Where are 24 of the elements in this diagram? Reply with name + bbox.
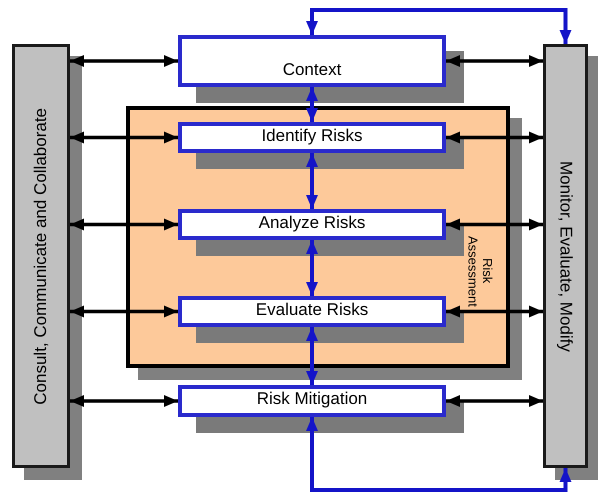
bar-label: Consult, Communicate and Collaborate [31,108,51,404]
arrow [446,395,543,407]
arrow [446,55,543,67]
group-label: Risk Assessment [465,234,494,308]
arrow [70,218,178,230]
arrow [70,306,178,318]
arrow [446,132,543,144]
box-label: Context [282,60,342,80]
arrow [306,240,318,296]
arrow [306,417,572,492]
arrow [306,153,318,209]
arrow [70,132,178,144]
box-label: Identify Risks [261,126,363,146]
box-label: Analyze Risks [258,213,366,233]
arrow [306,327,318,385]
arrow [70,395,178,407]
box-label: Evaluate Risks [256,300,368,320]
bar-label: Monitor, Evaluate, Modify [556,160,576,352]
box-label: Risk Mitigation [256,389,368,409]
arrow [446,218,543,230]
arrow [70,55,178,67]
arrow [306,87,318,122]
arrow [306,8,572,44]
arrow [446,306,543,318]
